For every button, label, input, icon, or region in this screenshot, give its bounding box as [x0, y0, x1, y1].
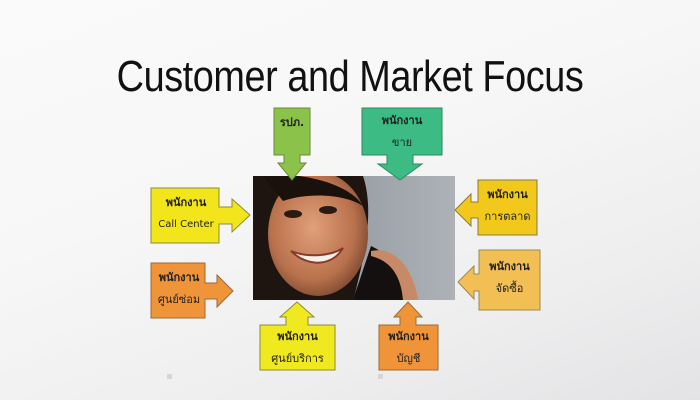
callout-security-line1: รปภ. [279, 116, 305, 129]
callout-marketing-line1: พนักงาน [487, 188, 528, 201]
callout-security: รปภ. [274, 112, 310, 134]
customer-photo-image [253, 176, 455, 300]
callout-purchasing-line2: จัดซื้อ [495, 282, 524, 295]
slide-title: Customer and Market Focus [116, 52, 584, 101]
callout-sales-line1: พนักงาน [381, 114, 423, 127]
callout-service-center-line2: ศูนย์บริการ [271, 352, 324, 365]
callout-repair-center: พนักงาน ศูนย์ซ่อม [151, 267, 207, 311]
callout-sales: พนักงาน ขาย [362, 110, 442, 154]
callout-marketing-shape[interactable] [454, 179, 538, 236]
callout-service-center: พนักงาน ศูนย์บริการ [260, 326, 335, 370]
callout-call-center: พนักงาน Call Center [151, 192, 221, 236]
customer-photo [253, 176, 455, 300]
callout-repair-center-shape[interactable] [150, 262, 234, 319]
handle-dot-left [167, 374, 172, 379]
callout-marketing-line2: การตลาด [484, 210, 531, 223]
callout-service-center-line1: พนักงาน [277, 330, 318, 343]
callout-service-center-shape[interactable] [259, 301, 336, 371]
callout-repair-center-line1: พนักงาน [158, 271, 200, 284]
callout-sales-line2: ขาย [391, 136, 413, 149]
callout-accounting: พนักงาน บัญชี [379, 326, 438, 370]
callout-marketing: พนักงาน การตลาด [478, 184, 537, 228]
callout-security-shape[interactable] [273, 107, 311, 181]
callout-accounting-shape[interactable] [378, 301, 439, 371]
callout-accounting-line1: พนักงาน [388, 330, 429, 343]
callout-call-center-line2: Call Center [158, 219, 214, 230]
callout-call-center-line1: พนักงาน [165, 196, 207, 209]
callout-repair-center-line2: ศูนย์ซ่อม [157, 293, 201, 306]
handle-dot-right [378, 374, 383, 379]
callout-purchasing-line1: พนักงาน [489, 260, 530, 273]
callout-call-center-shape[interactable] [150, 187, 251, 244]
callout-sales-shape[interactable] [361, 107, 443, 181]
callout-purchasing-shape[interactable] [457, 249, 541, 311]
callout-purchasing: พนักงาน จัดซื้อ [479, 256, 540, 300]
callout-accounting-line2: บัญชี [396, 352, 421, 365]
